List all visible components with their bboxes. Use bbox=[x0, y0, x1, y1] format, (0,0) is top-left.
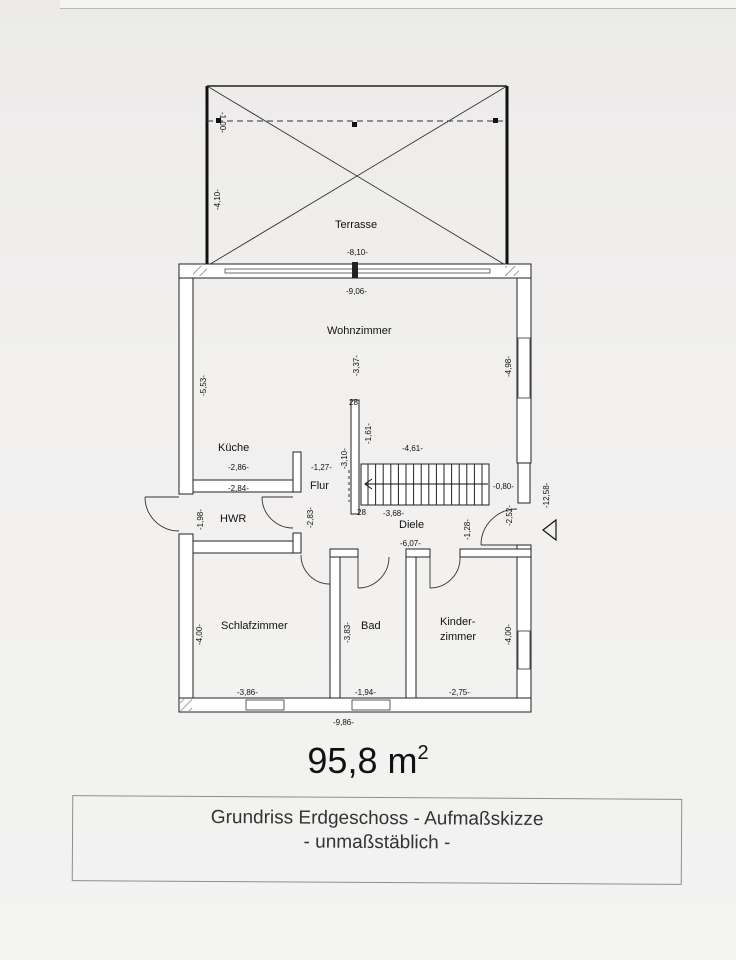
dim-schlaf-width: -3,86- bbox=[237, 688, 258, 697]
caption-title: Grundriss Erdgeschoss - Aufmaßskizze bbox=[210, 806, 544, 831]
dim-stair-top: 28 bbox=[349, 398, 358, 407]
dim-total-width: -9,86- bbox=[333, 718, 354, 727]
dim-diele-depth-right: -2,52- bbox=[505, 505, 514, 526]
label-terrasse: Terrasse bbox=[335, 219, 377, 231]
label-hwr: HWR bbox=[220, 513, 246, 525]
dim-diele-depth-mid: -1,28- bbox=[463, 519, 472, 540]
dim-hwr-width: -2,84- bbox=[228, 484, 249, 493]
dim-wohn-width: -9,06- bbox=[346, 287, 367, 296]
label-wohnzimmer: Wohnzimmer bbox=[327, 325, 392, 337]
dim-stair-side: -1,61- bbox=[364, 423, 373, 444]
doors bbox=[144, 496, 518, 589]
label-bad: Bad bbox=[361, 620, 381, 632]
interior-walls bbox=[192, 399, 532, 699]
caption-subtitle: - unmaßstäblich - bbox=[303, 831, 451, 854]
total-area: 95,8 m2 bbox=[240, 740, 496, 782]
label-flur: Flur bbox=[310, 480, 329, 492]
dim-stair-depth: -3,10- bbox=[340, 448, 349, 469]
label-schlafzimmer: Schlafzimmer bbox=[221, 620, 288, 632]
dim-diele-width: -6,07- bbox=[400, 539, 421, 548]
dim-terrasse-depth: -4,10- bbox=[213, 189, 222, 210]
area-exponent: 2 bbox=[417, 742, 429, 764]
label-diele: Diele bbox=[399, 519, 424, 531]
staircase bbox=[348, 463, 490, 506]
room-labels: Terrasse Wohnzimmer Küche Flur HWR Diele… bbox=[218, 219, 476, 643]
terrace bbox=[205, 85, 509, 267]
dim-stair-bottom: 28 bbox=[357, 508, 366, 517]
label-kinderzimmer-line2: zimmer bbox=[440, 631, 476, 643]
dim-kinder-width: -2,75- bbox=[449, 688, 470, 697]
dim-bad-depth: -3,83- bbox=[343, 622, 352, 643]
dimension-labels: -1,00- -4,10- -8,10- -9,06- -5,53- -3,37… bbox=[195, 112, 551, 727]
dim-kinder-depth: -4,00- bbox=[504, 624, 513, 645]
label-kinderzimmer-line1: Kinder- bbox=[440, 616, 476, 628]
dim-wohn-lower-width: -4,61- bbox=[402, 444, 423, 453]
dim-total-depth: -12,58- bbox=[542, 482, 551, 508]
dim-kueche-width: -2,86- bbox=[228, 463, 249, 472]
dim-terrasse-depth-top: -1,00- bbox=[218, 112, 227, 133]
dim-flur-width: -1,27- bbox=[311, 463, 332, 472]
area-value: 95,8 m bbox=[307, 740, 418, 781]
dim-wohn-depth-mid: -3,37- bbox=[352, 355, 361, 376]
dim-bad-width: -1,94- bbox=[355, 688, 376, 697]
dim-hwr-depth: -1,98- bbox=[196, 509, 205, 530]
dim-wohn-depth-right: -4,98- bbox=[504, 356, 513, 377]
dim-flur-depth: -2,83- bbox=[306, 507, 315, 528]
exterior-walls bbox=[178, 262, 532, 713]
dim-stair-width: -3,68- bbox=[383, 509, 404, 518]
label-kueche: Küche bbox=[218, 442, 249, 454]
paper-top-edge bbox=[60, 0, 736, 9]
caption-box: Grundriss Erdgeschoss - Aufmaßskizze - u… bbox=[71, 795, 683, 885]
dim-schlaf-depth: -4,00- bbox=[195, 624, 204, 645]
dim-wohn-depth-left: -5,53- bbox=[199, 375, 208, 396]
entrance-marker-icon bbox=[542, 518, 557, 542]
dim-terrasse-width: -8,10- bbox=[347, 248, 368, 257]
dim-landing: -0,80- bbox=[493, 482, 514, 491]
